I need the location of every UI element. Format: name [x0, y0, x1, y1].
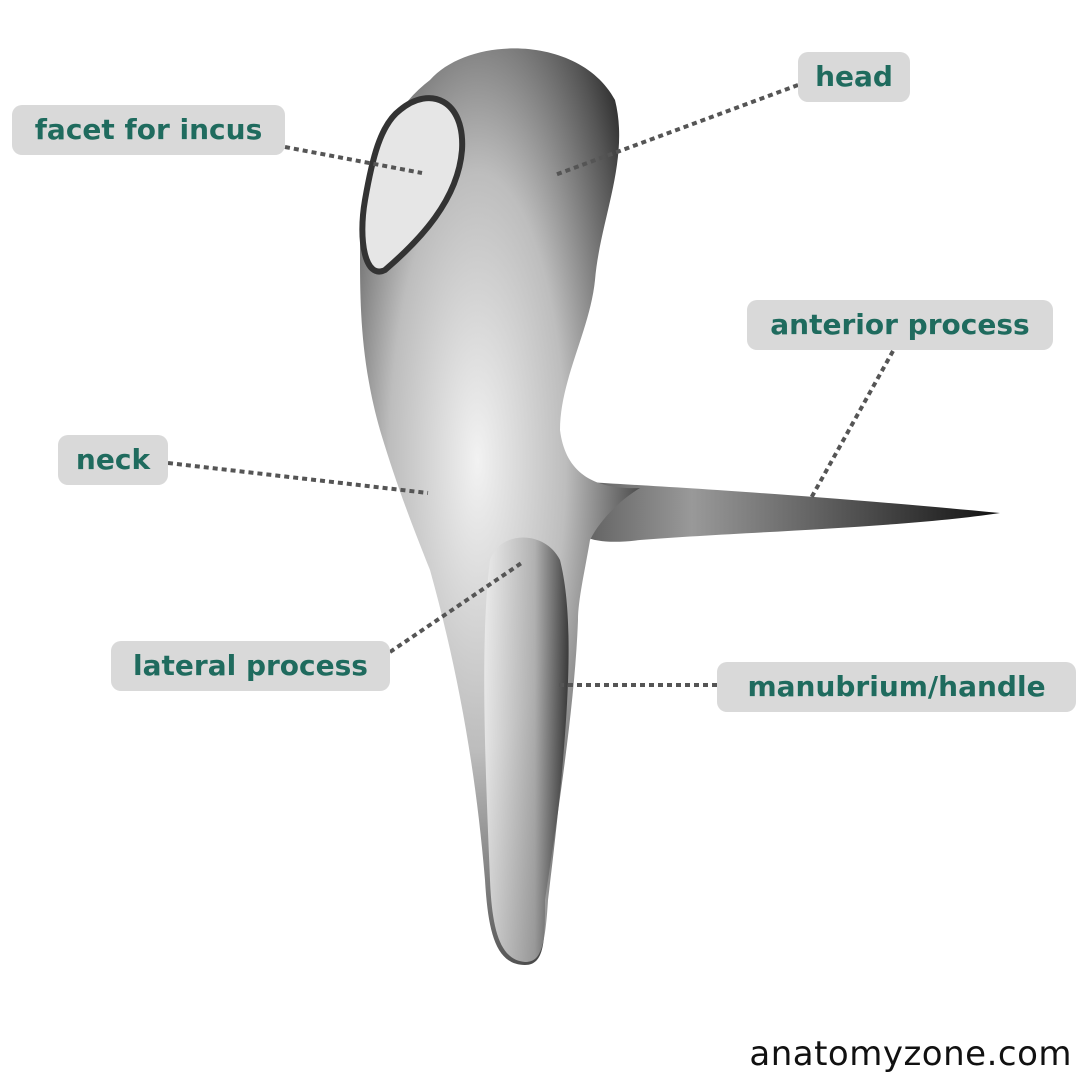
leader-lines	[167, 83, 895, 687]
malleus-body-shape	[360, 48, 640, 966]
label-anterior-process: anterior process	[747, 300, 1053, 350]
label-lateral-process: lateral process	[111, 641, 390, 691]
leader-line-anterior-process	[808, 350, 895, 501]
leader-line-head	[554, 83, 799, 177]
label-manubrium: manubrium/handle	[717, 662, 1076, 712]
label-neck: neck	[58, 435, 168, 485]
label-facet-for-incus: facet for incus	[12, 105, 285, 155]
facet-shape	[359, 95, 466, 275]
label-head: head	[798, 52, 910, 102]
manubrium-shape	[484, 537, 569, 962]
leader-line-neck	[167, 461, 429, 495]
site-watermark: anatomyzone.com	[749, 1034, 1072, 1074]
anterior-process-shape	[560, 480, 1000, 542]
